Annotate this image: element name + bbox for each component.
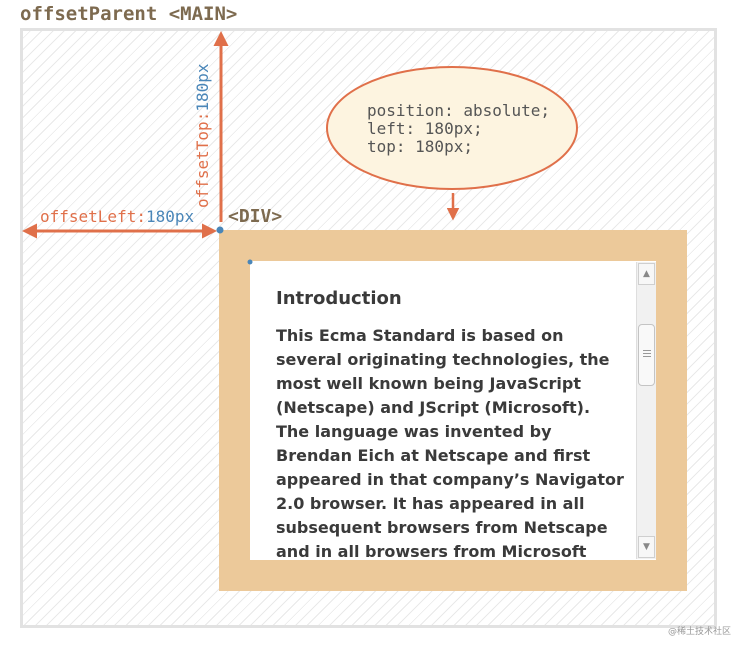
offset-left-label: offsetLeft:180px	[40, 207, 194, 226]
callout-text: position: absolute; left: 180px; top: 18…	[367, 102, 550, 156]
offset-left-name: offsetLeft:	[40, 207, 146, 226]
vertical-scrollbar[interactable]: ▲ ▼	[636, 262, 656, 559]
scroll-down-icon[interactable]: ▼	[638, 536, 655, 558]
scrollbar-thumb[interactable]	[638, 324, 655, 386]
watermark: @稀土技术社区	[668, 627, 732, 637]
callout-ellipse	[326, 66, 578, 190]
callout-line: position: absolute;	[367, 101, 551, 120]
offset-left-value: 180px	[145, 207, 195, 226]
div-origin-dot	[216, 226, 224, 234]
div-content-area	[250, 261, 656, 560]
offset-top-value: 180px	[193, 63, 212, 112]
div-label: <DIV>	[228, 206, 283, 227]
content-origin-dot	[247, 259, 253, 265]
callout-line: top: 180px;	[367, 137, 473, 156]
content-title: Introduction	[276, 288, 402, 309]
scroll-up-icon[interactable]: ▲	[638, 263, 655, 285]
scrollbar-grip-icon	[643, 350, 651, 359]
offset-top-name: offsetTop:	[193, 111, 212, 208]
offset-top-label: offsetTop:180px	[193, 64, 212, 209]
callout-line: left: 180px;	[367, 119, 483, 138]
div-content-text: Introduction This Ecma Standard is based…	[276, 287, 626, 557]
content-body: This Ecma Standard is based on several o…	[276, 326, 624, 557]
offset-parent-title: offsetParent <MAIN>	[20, 3, 238, 25]
